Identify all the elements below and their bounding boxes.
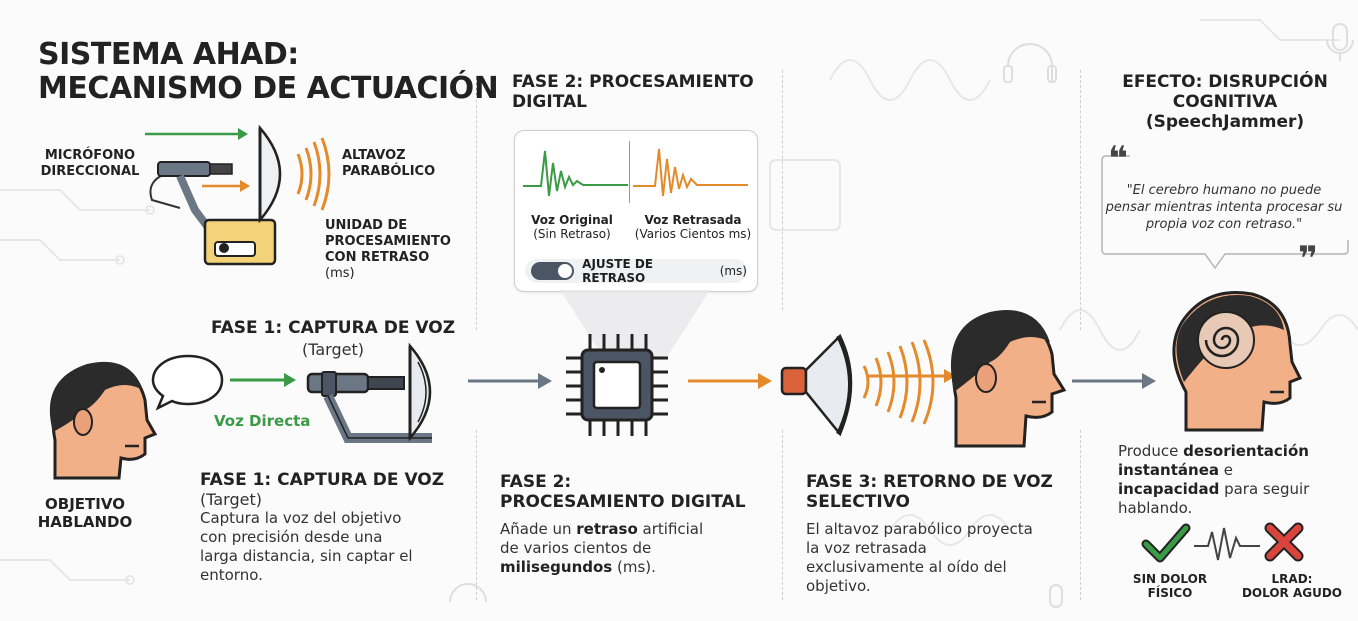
separator-6 (1080, 430, 1081, 600)
chip-icon (566, 334, 668, 436)
delay-toggle-unit: (ms) (719, 264, 747, 278)
phase2-top-title: FASE 2: PROCESAMIENTO DIGITAL (512, 72, 754, 112)
wave-delayed-label: Voz Retrasada (Varios Cientos ms) (634, 213, 752, 241)
lrad-label: LRAD: DOLOR AGUDO (1241, 572, 1343, 600)
wave-original-label: Voz Original (Sin Retraso) (531, 213, 613, 241)
page-title: SISTEMA AHAD: MECANISMO DE ACTUACIÓN (38, 37, 499, 106)
processing-unit-label: UNIDAD DE PROCESAMIENTO CON RETRASO (ms) (325, 218, 451, 281)
directional-mic-icon (306, 342, 432, 443)
panel-funnel (560, 290, 710, 360)
phase1-bottom-title: FASE 1: CAPTURA DE VOZ (200, 470, 445, 490)
arrow-to-effect (1072, 373, 1156, 389)
phase2-bottom-title: FASE 2: PROCESAMIENTO DIGITAL (500, 472, 746, 512)
effect-quote: "El cerebro humano no puede pensar mient… (1105, 183, 1343, 232)
phase2-bottom: FASE 2: PROCESAMIENTO DIGITAL Añade un r… (500, 472, 770, 577)
phase2-bottom-text: Añade un retraso artificial de varios ci… (500, 520, 704, 576)
speech-bubble-icon (151, 354, 224, 411)
target-label: OBJETIVO HABLANDO (37, 495, 133, 531)
no-pain-label: SIN DOLOR FÍSICO (1132, 572, 1208, 600)
phase1-mid-sub: (Target) (302, 340, 364, 359)
phase3-bottom-text: El altavoz parabólico proyecta la voz re… (806, 520, 1033, 595)
parabolic-speaker-icon (780, 333, 956, 437)
device-illustration (145, 124, 331, 266)
direct-voice-label: Voz Directa (214, 412, 311, 430)
close-quote-icon: ❞ (1298, 239, 1318, 279)
effect-title: EFECTO: DISRUPCIÓN COGNITIVA (SpeechJamm… (1122, 72, 1328, 132)
phase1-bottom-sub: (Target) (200, 490, 262, 509)
phase3-bottom-title: FASE 3: RETORNO DE VOZ SELECTIVO (806, 472, 1053, 512)
phase1-bottom: FASE 1: CAPTURA DE VOZ (Target) Captura … (200, 470, 450, 585)
effect-bottom-text: Produce desorientación instantánea e inc… (1118, 442, 1310, 517)
arrow-to-chip (468, 373, 552, 389)
phase1-bottom-text: Captura la voz del objetivo con precisió… (200, 509, 413, 584)
delay-panel: Voz Original (Sin Retraso) Voz Retrasada… (514, 130, 758, 292)
speaker-label: ALTAVOZ PARABÓLICO (342, 148, 436, 179)
open-quote-icon: ❝ (1108, 139, 1128, 179)
delay-toggle[interactable] (531, 262, 575, 280)
brain-head-icon (1172, 291, 1302, 432)
phase1-mid-title: FASE 1: CAPTURA DE VOZ (210, 318, 456, 338)
phase3-bottom: FASE 3: RETORNO DE VOZ SELECTIVO El alta… (806, 472, 1066, 596)
arrow-to-speaker (688, 373, 772, 389)
quote-box-border (1101, 155, 1349, 270)
comparison-graphic (1141, 522, 1304, 563)
waveform-icon (1194, 527, 1260, 561)
target-head-icon (49, 361, 158, 480)
cross-icon (1264, 522, 1304, 562)
separator-5 (1080, 70, 1081, 330)
delay-toggle-label: AJUSTE DE RETRASO (582, 257, 654, 285)
separator-3 (782, 70, 783, 310)
direct-voice-arrow (230, 373, 296, 387)
waveform-original-icon (523, 150, 628, 197)
separator-4 (782, 430, 783, 600)
waveform-delayed-icon (633, 148, 748, 197)
separator-2 (476, 430, 477, 600)
mic-label: MICRÓFONO DIRECCIONAL (40, 148, 140, 179)
separator-1 (476, 80, 477, 330)
listener-head-icon (950, 310, 1067, 448)
delay-adjust-control[interactable]: AJUSTE DE RETRASO (ms) (525, 257, 747, 285)
